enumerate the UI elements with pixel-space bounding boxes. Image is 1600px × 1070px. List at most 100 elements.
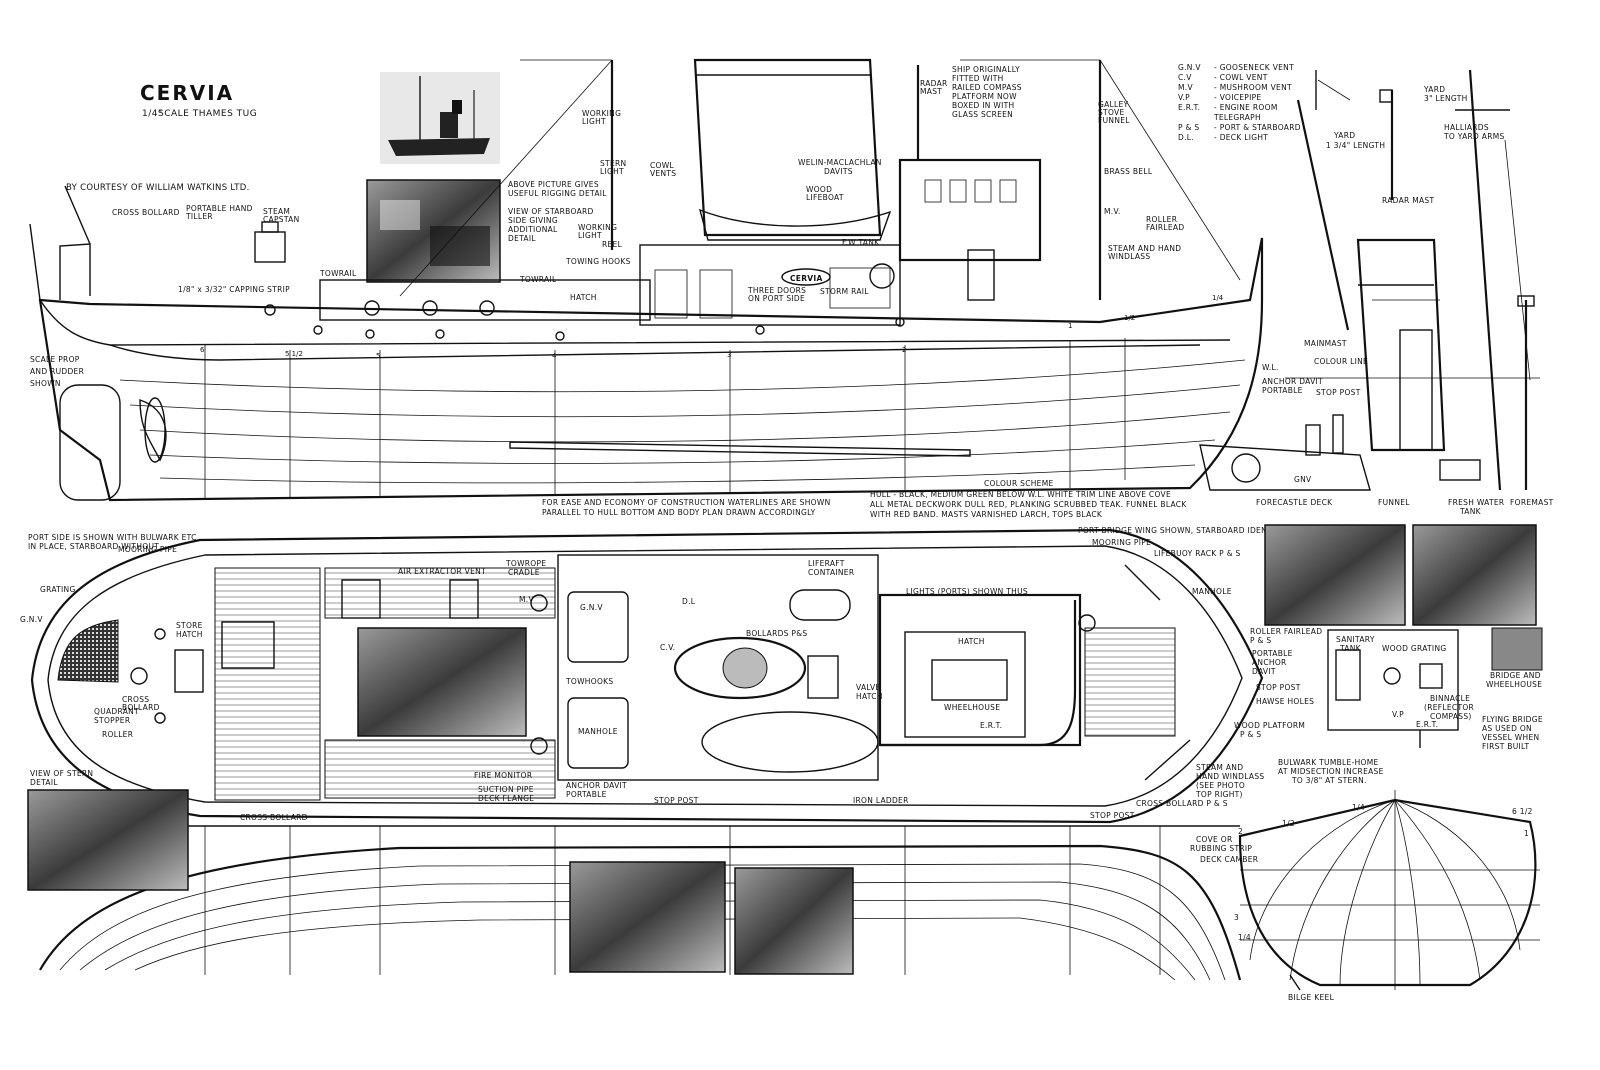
starboard-photo [366,179,501,283]
svg-text:VALVE: VALVE [856,683,881,692]
svg-text:MOORING PIPE: MOORING PIPE [1092,538,1151,547]
svg-text:ROLLER: ROLLER [1146,215,1177,224]
svg-text:FUNNEL: FUNNEL [1378,498,1410,507]
svg-text:FORECASTLE DECK: FORECASTLE DECK [1256,498,1333,507]
svg-text:BOLLARD: BOLLARD [122,703,160,712]
svg-text:CRADLE: CRADLE [508,568,540,577]
svg-text:BILGE KEEL: BILGE KEEL [1288,993,1335,1002]
svg-text:STERN: STERN [600,159,626,168]
svg-text:FIRE MONITOR: FIRE MONITOR [474,771,532,780]
svg-text:TOWROPE: TOWROPE [505,559,546,568]
svg-text:F.W TANK: F.W TANK [842,238,880,247]
svg-text:STOP POST: STOP POST [654,796,699,805]
svg-text:RUBBING STRIP: RUBBING STRIP [1190,844,1252,853]
svg-text:MANHOLE: MANHOLE [578,727,618,736]
courtesy-note: BY COURTESY OF WILLIAM WATKINS LTD. [66,183,250,193]
svg-text:WOOD GRATING: WOOD GRATING [1382,644,1446,653]
svg-text:FOR EASE AND ECONOMY OF CONSTR: FOR EASE AND ECONOMY OF CONSTRUCTION WAT… [542,498,830,507]
svg-text:TILLER: TILLER [185,212,213,221]
svg-text:D.L: D.L [682,597,696,606]
svg-text:6: 6 [200,346,205,354]
svg-text:VENTS: VENTS [650,169,676,178]
svg-text:CONTAINER: CONTAINER [808,568,854,577]
svg-text:SHOWN: SHOWN [30,379,61,388]
svg-text:SHIP ORIGINALLY: SHIP ORIGINALLY [952,65,1020,74]
svg-text:1/4: 1/4 [1352,803,1365,812]
svg-text:GNV: GNV [1294,475,1312,484]
svg-text:WOOD: WOOD [806,185,832,194]
svg-text:GALLEY: GALLEY [1098,100,1129,109]
svg-text:AND RUDDER: AND RUDDER [30,367,84,376]
svg-text:HATCH: HATCH [856,692,883,701]
svg-text:COMPASS): COMPASS) [1430,712,1472,721]
svg-text:TOWRAIL: TOWRAIL [319,269,357,278]
flying-bridge-labels: SANITARY TANK WOOD GRATING BINNACLE (REF… [1336,635,1543,751]
svg-text:COVE OR: COVE OR [1196,835,1232,844]
svg-text:COLOUR SCHEME: COLOUR SCHEME [984,479,1054,488]
svg-text:(SEE PHOTO: (SEE PHOTO [1196,781,1245,790]
svg-text:CAPSTAN: CAPSTAN [263,215,300,224]
svg-text:LIGHT: LIGHT [578,231,602,240]
svg-text:P & S: P & S [1240,730,1261,739]
svg-text:LIFEBOAT: LIFEBOAT [806,193,844,202]
svg-text:LIGHT: LIGHT [582,117,606,126]
svg-text:PORTABLE: PORTABLE [1252,649,1293,658]
svg-text:E.R.T.: E.R.T. [1416,720,1438,729]
svg-text:GRATING: GRATING [40,585,76,594]
stern-photo [27,789,189,891]
svg-text:3: 3 [1234,913,1239,922]
svg-text:1: 1 [1068,322,1072,330]
profile-view [29,58,1264,502]
svg-text:ANCHOR: ANCHOR [1252,658,1287,667]
svg-text:DETAIL: DETAIL [30,778,58,787]
legend-abbr: E.R.T. [1178,103,1200,112]
detail-photo-1 [569,861,726,973]
svg-text:STORM RAIL: STORM RAIL [820,287,869,296]
svg-text:THREE DOORS: THREE DOORS [747,286,806,295]
svg-text:LIFERAFT: LIFERAFT [808,559,845,568]
svg-text:YARD: YARD [1333,131,1355,140]
svg-text:MAST: MAST [920,87,942,96]
colour-scheme: COLOUR SCHEME HULL - BLACK, MEDIUM GREEN… [870,479,1187,519]
legend-text: TELEGRAPH [1213,113,1261,122]
svg-text:SIDE GIVING: SIDE GIVING [508,216,558,225]
svg-text:VIEW OF STARBOARD: VIEW OF STARBOARD [508,207,594,216]
svg-text:4: 4 [552,352,557,360]
svg-text:STOP POST: STOP POST [1090,811,1135,820]
svg-text:HATCH: HATCH [176,630,203,639]
body-plan-labels: BULWARK TUMBLE-HOME AT MIDSECTION INCREA… [1190,758,1532,1002]
svg-text:1/2: 1/2 [1124,314,1135,322]
svg-text:WITH RED BAND. MASTS VARNISHED: WITH RED BAND. MASTS VARNISHED LARCH, TO… [870,510,1103,519]
svg-text:FRESH WATER: FRESH WATER [1448,498,1504,507]
svg-text:MOORING PIPE: MOORING PIPE [118,545,177,554]
svg-text:DAVITS: DAVITS [824,167,853,176]
svg-text:ANCHOR DAVIT: ANCHOR DAVIT [566,781,627,790]
svg-text:VESSEL WHEN: VESSEL WHEN [1482,733,1539,742]
legend-text: - VOICEPIPE [1214,93,1261,102]
svg-text:STOP POST: STOP POST [1256,683,1301,692]
svg-text:CROSS BOLLARD P & S: CROSS BOLLARD P & S [1136,799,1228,808]
scale-fraction: 1/4" [142,109,163,119]
flying-bridge-plan [1327,629,1459,748]
svg-text:HAND WINDLASS: HAND WINDLASS [1196,772,1264,781]
svg-text:AIR EXTRACTOR VENT: AIR EXTRACTOR VENT [398,567,486,576]
svg-text:1/4: 1/4 [1238,933,1251,942]
svg-text:WINDLASS: WINDLASS [1108,252,1150,261]
svg-text:WHEELHOUSE: WHEELHOUSE [944,703,1000,712]
svg-text:FAIRLEAD: FAIRLEAD [1146,223,1184,232]
svg-text:3" LENGTH: 3" LENGTH [1424,94,1468,103]
svg-text:IN PLACE, STARBOARD WITHOUT: IN PLACE, STARBOARD WITHOUT [28,542,159,551]
svg-text:TO 3/8" AT STERN.: TO 3/8" AT STERN. [1291,776,1367,785]
svg-text:FOREMAST: FOREMAST [1510,498,1554,507]
svg-text:WELIN-MACLACHLAN: WELIN-MACLACHLAN [798,158,882,167]
svg-text:YARD: YARD [1423,85,1445,94]
svg-text:DETAIL: DETAIL [508,234,536,243]
legend-abbr: D.L. [1178,133,1194,142]
deck-photo [357,627,527,737]
legend-abbr: P & S [1178,123,1199,132]
svg-text:3: 3 [727,351,731,359]
svg-text:FITTED WITH: FITTED WITH [952,74,1004,83]
svg-text:STEAM AND HAND: STEAM AND HAND [1108,244,1181,253]
half-breadth-plan [27,789,1242,981]
svg-text:USEFUL RIGGING DETAIL: USEFUL RIGGING DETAIL [508,189,607,198]
